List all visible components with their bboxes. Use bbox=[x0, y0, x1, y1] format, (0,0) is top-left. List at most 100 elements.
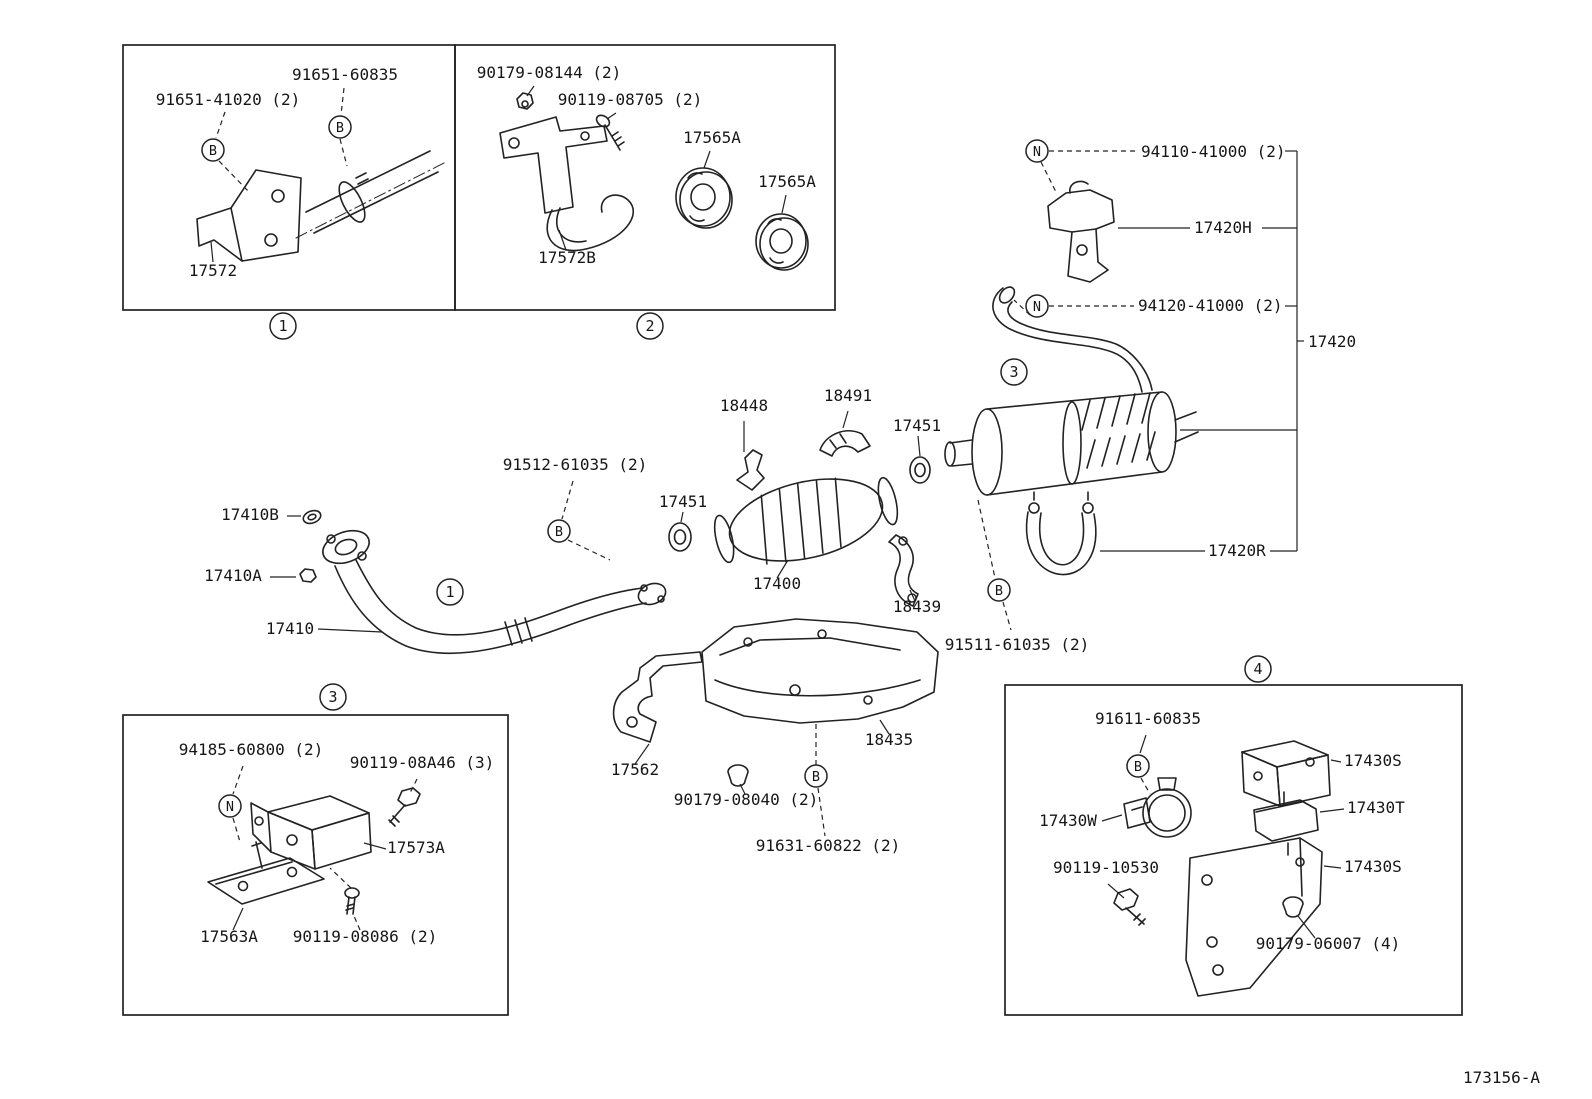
gasket-17451-right-drawing bbox=[909, 456, 931, 484]
callout-3-inset: 3 bbox=[319, 683, 347, 711]
bracket-17420H-drawing bbox=[1047, 180, 1115, 283]
part-label-17565A-1: 17565A bbox=[683, 128, 741, 147]
leader-lines bbox=[210, 85, 1345, 939]
pipe-with-clamp-drawing bbox=[295, 150, 447, 239]
part-label-94120-41000: 94120-41000 (2) bbox=[1138, 296, 1283, 315]
part-label-18435: 18435 bbox=[865, 730, 913, 749]
bolt-90119-10530-drawing bbox=[1113, 888, 1146, 926]
fastener-symbol-n-1: N bbox=[1025, 139, 1049, 163]
part-label-17562: 17562 bbox=[611, 760, 659, 779]
callout-number: 1 bbox=[278, 317, 287, 335]
part-label-90119-08705: 90119-08705 (2) bbox=[558, 90, 703, 109]
inset-frames bbox=[122, 44, 1463, 1016]
part-label-17400: 17400 bbox=[753, 574, 801, 593]
bracket-17430S-bottom-drawing bbox=[1185, 837, 1323, 997]
callout-number: 1 bbox=[445, 583, 454, 601]
part-label-94110-41000: 94110-41000 (2) bbox=[1141, 142, 1286, 161]
part-label-17573A: 17573A bbox=[387, 838, 445, 857]
fastener-symbol-n-3: N bbox=[218, 794, 242, 818]
part-label-94185-60800: 94185-60800 (2) bbox=[179, 740, 324, 759]
callout-2-inset: 2 bbox=[636, 312, 664, 340]
part-label-17451-left: 17451 bbox=[659, 492, 707, 511]
part-label-17572B: 17572B bbox=[538, 248, 596, 267]
heat-shield-18435-drawing bbox=[701, 618, 939, 724]
fastener-letter-n: N bbox=[226, 799, 234, 815]
clamp-17410B-drawing bbox=[302, 509, 322, 525]
part-label-17420R: 17420R bbox=[1208, 541, 1266, 560]
inset-1-frame bbox=[122, 44, 456, 311]
exhaust-hanger-17565A-2-drawing bbox=[755, 213, 809, 271]
part-label-90179-08040: 90179-08040 (2) bbox=[674, 790, 819, 809]
front-flange-drawing bbox=[322, 529, 370, 565]
bolt-90179-08040-drawing bbox=[727, 764, 749, 787]
part-label-90119-08A46: 90119-08A46 (3) bbox=[350, 753, 495, 772]
part-label-90119-10530: 90119-10530 bbox=[1053, 858, 1159, 877]
part-labels: 91651-41020 (2) 91651-60835 17572 90179-… bbox=[156, 63, 1405, 953]
bracket-18448-drawing bbox=[736, 449, 765, 491]
catalytic-converter-17400-drawing bbox=[713, 476, 899, 565]
section-callouts: 1 2 1 3 3 4 bbox=[269, 312, 1272, 711]
part-label-91512-61035: 91512-61035 (2) bbox=[503, 455, 648, 474]
bolt-90119-08A46-drawing bbox=[388, 787, 421, 827]
nut-17410A-drawing bbox=[299, 568, 317, 583]
callout-1-inset: 1 bbox=[269, 312, 297, 340]
part-label-91631-60822: 91631-60822 (2) bbox=[756, 836, 901, 855]
gasket-17451-left-drawing bbox=[668, 522, 692, 552]
fastener-symbol-b-3: B bbox=[547, 519, 571, 543]
fastener-letter-b: B bbox=[555, 524, 563, 540]
fastener-letter-b: B bbox=[812, 769, 820, 785]
fastener-symbol-b-2: B bbox=[328, 115, 352, 139]
fastener-symbol-b-5: B bbox=[804, 764, 828, 788]
part-label-90119-08086: 90119-08086 (2) bbox=[293, 927, 438, 946]
plate-17563A-drawing bbox=[207, 841, 325, 905]
fastener-symbol-b-4: B bbox=[987, 578, 1011, 602]
bracket-17573A-drawing bbox=[250, 795, 372, 870]
bracket-17572B-drawing bbox=[499, 116, 635, 252]
strap-17420R-drawing bbox=[1025, 491, 1097, 576]
bolt-90119-08086-drawing bbox=[344, 887, 360, 915]
part-label-91511-61035: 91511-61035 (2) bbox=[945, 635, 1090, 654]
insulator-17430T-drawing bbox=[1253, 791, 1319, 856]
part-label-17430S-top: 17430S bbox=[1344, 751, 1402, 770]
front-pipe-17410-drawing bbox=[334, 559, 667, 655]
fastener-letter-b: B bbox=[1134, 759, 1142, 775]
bracket-18439-drawing bbox=[888, 534, 919, 607]
bracket-17430S-top-drawing bbox=[1241, 740, 1331, 807]
part-label-17430W: 17430W bbox=[1039, 811, 1097, 830]
bracket-17562-drawing bbox=[612, 651, 703, 743]
callout-number: 3 bbox=[1009, 363, 1018, 381]
part-label-17563A: 17563A bbox=[200, 927, 258, 946]
bracket-17572-drawing bbox=[196, 169, 302, 262]
part-label-90179-06007: 90179-06007 (4) bbox=[1256, 934, 1401, 953]
inset-2-frame bbox=[454, 44, 836, 311]
figure-code: 173156-A bbox=[1463, 1068, 1540, 1087]
inset-4-frame bbox=[1004, 684, 1463, 1016]
part-label-91651-41020: 91651-41020 (2) bbox=[156, 90, 301, 109]
nut-90179-06007-drawing bbox=[1282, 896, 1304, 918]
callout-number: 4 bbox=[1253, 660, 1262, 678]
callout-1-main: 1 bbox=[436, 578, 464, 606]
fastener-letter-b: B bbox=[209, 143, 217, 159]
part-label-17430T: 17430T bbox=[1347, 798, 1405, 817]
part-label-17430S-bottom: 17430S bbox=[1344, 857, 1402, 876]
tailpipe-drawing bbox=[992, 286, 1153, 393]
part-label-17572: 17572 bbox=[189, 261, 237, 280]
fastener-letter-b: B bbox=[995, 583, 1003, 599]
part-label-91611-60835: 91611-60835 bbox=[1095, 709, 1201, 728]
fastener-symbol-b-6: B bbox=[1126, 754, 1150, 778]
part-label-17451-right: 17451 bbox=[893, 416, 941, 435]
part-label-17565A-2: 17565A bbox=[758, 172, 816, 191]
fastener-symbol-b-1: B bbox=[201, 138, 225, 162]
nut-90179-08144-drawing bbox=[516, 92, 534, 110]
callout-4-inset: 4 bbox=[1244, 655, 1272, 683]
clamp-17430W-drawing bbox=[1123, 777, 1192, 838]
muffler-17420-drawing bbox=[944, 391, 1199, 496]
fastener-symbols: B B B B B B N N bbox=[201, 115, 1150, 818]
callout-number: 2 bbox=[645, 317, 654, 335]
callout-number: 3 bbox=[328, 688, 337, 706]
fastener-letter-n: N bbox=[1033, 144, 1041, 160]
callout-3-main: 3 bbox=[1000, 358, 1028, 386]
part-label-17410: 17410 bbox=[266, 619, 314, 638]
exhaust-hanger-17565A-1-drawing bbox=[675, 167, 733, 229]
